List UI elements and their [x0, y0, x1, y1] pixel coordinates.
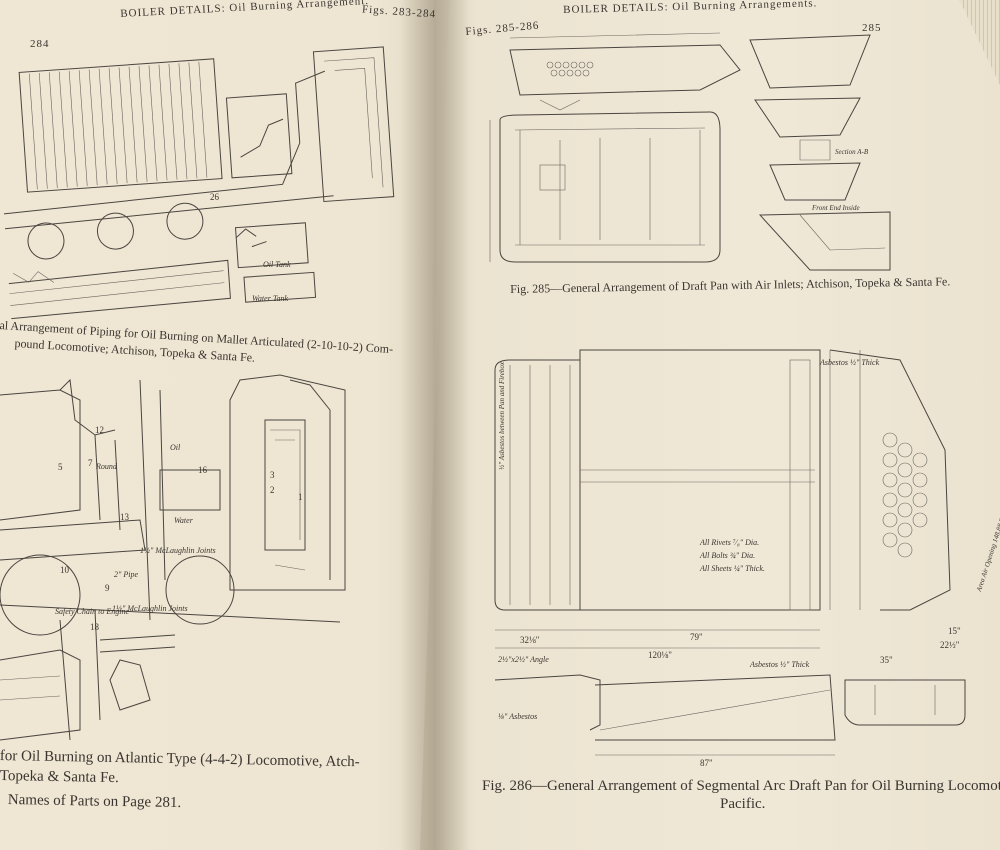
drawing-mallet-piping — [3, 46, 395, 320]
label-asbestos-bottom: Asbestos ½" Thick — [750, 660, 810, 669]
part-number-16: 16 — [198, 465, 207, 475]
caption-fig-286: Fig. 286—General Arrangement of Segmenta… — [482, 778, 1000, 794]
dimension-120: 120⅛" — [648, 650, 672, 660]
part-number-18: 18 — [90, 622, 99, 632]
left-page-number: 284 — [30, 38, 50, 50]
part-number-2: 2 — [270, 485, 275, 495]
drawing-fig-285 — [489, 32, 891, 271]
label-2in-pipe: 2" Pipe — [114, 570, 139, 579]
label-section-ab: Section A-B — [835, 148, 869, 156]
footer-note: Names of Parts on Page 281. — [7, 792, 182, 812]
dimension-15: 15" — [948, 626, 961, 636]
dimension-32: 32⅛" — [520, 635, 540, 645]
label-front-end-inside: Front End Inside — [812, 204, 860, 212]
label-all-bolts: All Bolts ¾" Dia. — [700, 551, 756, 560]
part-number-1: 1 — [298, 492, 303, 502]
part-number-10: 10 — [60, 565, 69, 575]
part-number-5: 5 — [58, 462, 63, 472]
label-water-tank: Water Tank — [252, 294, 289, 303]
part-number-9: 9 — [105, 583, 110, 593]
dimension-79: 79" — [690, 632, 703, 642]
part-number-7: 7 — [88, 458, 93, 468]
label-asbestos-top: Asbestos ½" Thick — [820, 358, 880, 367]
part-number-13: 13 — [120, 512, 129, 522]
dimension-87: 87" — [700, 758, 713, 768]
label-angle: 2½"x2½" Angle — [498, 655, 549, 664]
label-all-sheets: All Sheets ¼" Thick. — [700, 564, 765, 573]
label-asbestos-between: ½" Asbestos between Pan and Firebox — [498, 362, 506, 470]
drawing-fig-286 — [494, 349, 966, 756]
part-number-3: 3 — [270, 470, 275, 480]
book-gutter-shadow — [400, 0, 470, 850]
dimension-22: 22½" — [940, 640, 960, 650]
label-mclaughlin-joints-1: 1½" McLaughlin Joints — [140, 546, 216, 555]
part-number-12: 12 — [95, 425, 104, 435]
label-oil: Oil — [170, 443, 181, 452]
label-all-rivets: All Rivets ⁷⁄₈" Dia. — [700, 538, 760, 547]
part-number-26: 26 — [210, 192, 219, 202]
caption-fig-284-line2: Topeka & Santa Fe. — [0, 768, 119, 787]
label-asbestos-eighth: ⅛" Asbestos — [498, 712, 538, 721]
left-page: BOILER DETAILS: Oil Burning Arrangement.… — [0, 0, 470, 850]
right-page-number: 285 — [862, 22, 882, 34]
label-water: Water — [174, 516, 193, 525]
label-mclaughlin-joints-2: 1½" McLaughlin Joints — [112, 604, 188, 613]
label-safety-chain: Safety Chain to Engine — [55, 607, 129, 616]
drawing-atlantic-piping — [0, 374, 346, 741]
label-oil-tank: Oil Tank — [263, 260, 291, 269]
right-page: Figs. 285-286 BOILER DETAILS: Oil Burnin… — [420, 0, 1000, 850]
caption-fig-286-line2: Pacific. — [720, 796, 766, 812]
dimension-35: 35" — [880, 655, 893, 665]
label-round: Round — [96, 462, 117, 471]
